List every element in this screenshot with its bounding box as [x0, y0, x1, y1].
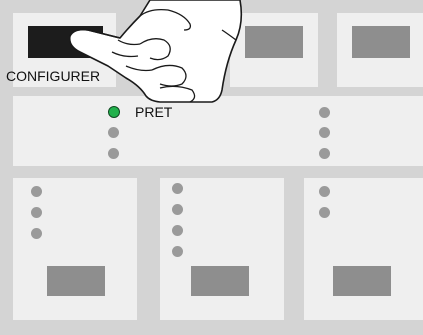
- hand-pressing-icon: [0, 0, 423, 335]
